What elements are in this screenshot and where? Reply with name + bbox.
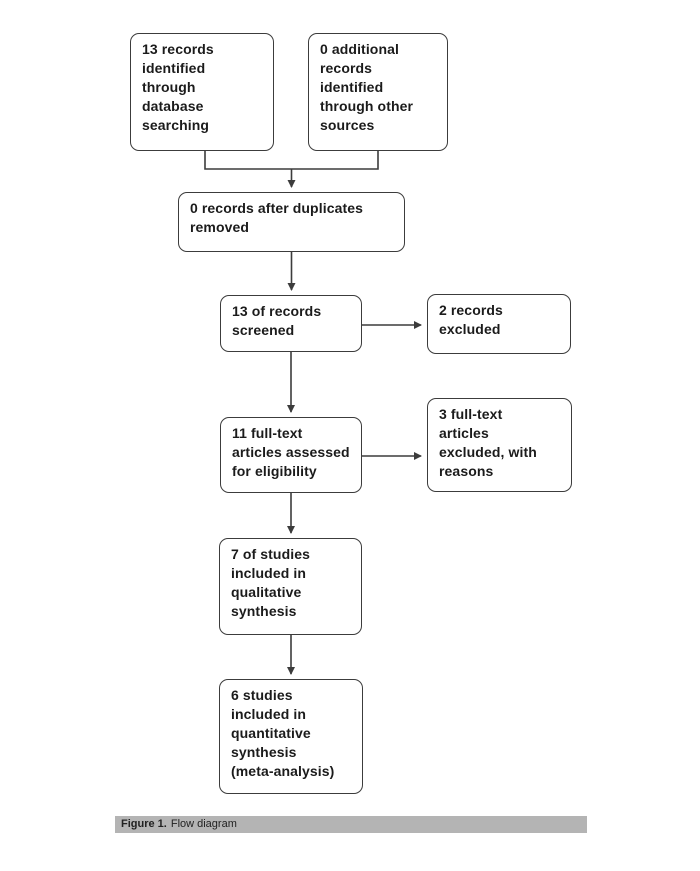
box-qualitative-synthesis: 7 of studies included in qualitative syn… <box>219 538 362 635</box>
connector-top-bracket <box>204 151 379 170</box>
figure-caption-text: Flow diagram <box>170 818 237 830</box>
box-additional-records-other-sources-text: 0 additional records identified through … <box>320 41 414 133</box>
box-records-excluded-text: 2 records excluded <box>439 302 503 337</box>
box-records-screened: 13 of records screened <box>220 295 362 352</box>
box-qualitative-synthesis-text: 7 of studies included in qualitative syn… <box>231 546 310 619</box>
box-fulltext-excluded-with-reasons: 3 full-text articles excluded, with reas… <box>427 398 572 492</box>
box-fulltext-assessed-eligibility-text: 11 full-text articles assessed for eligi… <box>232 425 350 479</box>
box-records-screened-text: 13 of records screened <box>232 303 322 338</box>
box-records-identified-database-text: 13 records identified through database s… <box>142 41 214 133</box>
figure-caption-bar: Figure 1.Flow diagram <box>115 816 587 833</box>
box-quantitative-synthesis-text: 6 studies included in quantitative synth… <box>231 687 335 779</box>
box-records-identified-database: 13 records identified through database s… <box>130 33 274 151</box>
box-records-excluded: 2 records excluded <box>427 294 571 354</box>
figure-caption-label: Figure 1. <box>121 818 167 830</box>
box-fulltext-assessed-eligibility: 11 full-text articles assessed for eligi… <box>220 417 362 493</box>
box-records-after-duplicates-removed: 0 records after duplicates removed <box>178 192 405 252</box>
box-additional-records-other-sources: 0 additional records identified through … <box>308 33 448 151</box>
box-quantitative-synthesis: 6 studies included in quantitative synth… <box>219 679 363 794</box>
box-records-after-duplicates-removed-text: 0 records after duplicates removed <box>190 200 363 235</box>
box-fulltext-excluded-with-reasons-text: 3 full-text articles excluded, with reas… <box>439 406 537 479</box>
